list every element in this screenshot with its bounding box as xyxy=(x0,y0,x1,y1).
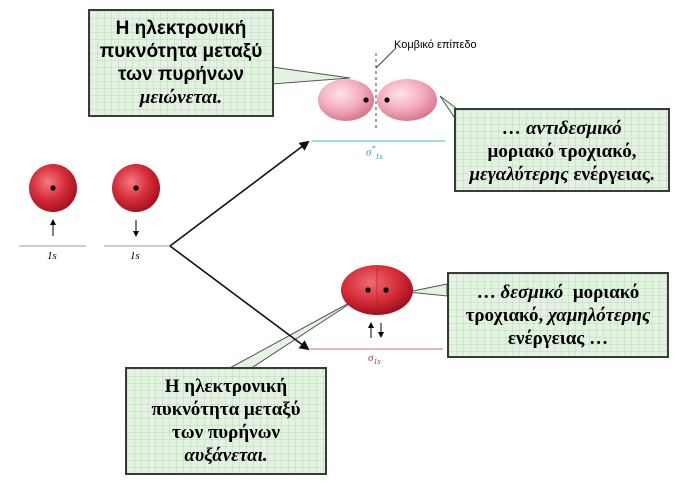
line-to-antibonding xyxy=(169,140,310,247)
antibonding-lobe-left xyxy=(318,79,374,121)
nodal-plane-label: Κομβικό επίπεδο xyxy=(394,39,477,51)
down-arrow-icon xyxy=(378,323,384,338)
increase-pointer xyxy=(227,296,361,370)
nucleus-right xyxy=(133,185,139,191)
down-arrow-icon xyxy=(133,220,139,237)
bonding-mo-label: σ1s xyxy=(368,352,381,367)
bonding-nucleus-left xyxy=(365,287,371,293)
up-arrow-icon xyxy=(50,219,56,236)
ao-label-right: 1s xyxy=(130,250,140,262)
antibonding-pointer xyxy=(439,95,457,122)
ao-label-left: 1s xyxy=(47,250,57,262)
up-arrow-icon xyxy=(368,322,374,338)
nucleus-left xyxy=(50,185,56,191)
callout-bonding: … δεσμικό μοριακό τροχιακό, χαμηλότερης … xyxy=(447,272,669,358)
bonding-nucleus-right xyxy=(383,287,389,293)
antibonding-nucleus-right xyxy=(384,97,390,103)
callout-density-increase: Η ηλεκτρονική πυκνότητα μεταξύ των πυρήν… xyxy=(125,367,327,475)
antibonding-lobe-right xyxy=(377,79,437,121)
bonding-pointer xyxy=(407,283,448,297)
antibonding-nucleus-left xyxy=(363,97,369,103)
callout-density-decrease: Η ηλεκτρονική πυκνότητα μεταξύ των πυρήν… xyxy=(88,9,274,117)
line-to-bonding xyxy=(169,245,310,351)
callout-antibonding: … αντιδεσμικό μοριακό τροχιακό, μεγαλύτε… xyxy=(454,108,670,192)
nodal-plane-pointer xyxy=(375,47,397,69)
antibonding-mo-label: σ*1s xyxy=(366,144,383,161)
